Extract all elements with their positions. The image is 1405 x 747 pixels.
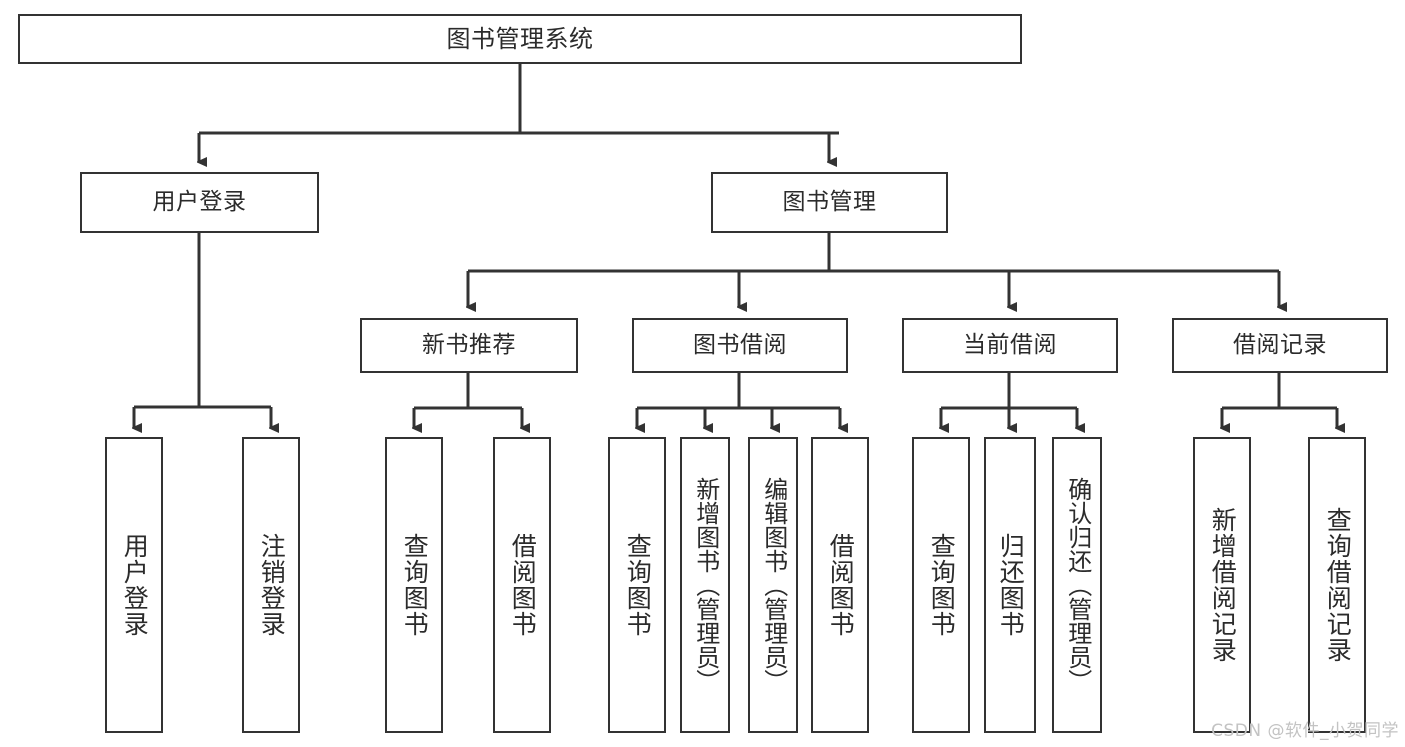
node-label: 新增借阅记录: [1208, 507, 1238, 663]
leaf-edit-book-admin[interactable]: 编辑图书（管理员）: [748, 437, 798, 733]
node-label: 查询图书: [400, 533, 430, 637]
leaf-add-borrow-record[interactable]: 新增借阅记录: [1193, 437, 1251, 733]
leaf-query-book-recommend[interactable]: 查询图书: [385, 437, 443, 733]
node-label: 图书管理系统: [446, 24, 594, 53]
leaf-confirm-return-admin[interactable]: 确认归还（管理员）: [1052, 437, 1102, 733]
leaf-user-login[interactable]: 用户登录: [105, 437, 163, 733]
node-new-book-recommend[interactable]: 新书推荐: [360, 318, 578, 373]
node-label: 查询图书: [623, 533, 653, 637]
leaf-add-book-admin[interactable]: 新增图书（管理员）: [680, 437, 730, 733]
node-label: 图书管理: [782, 188, 877, 215]
node-label: 当前借阅: [963, 331, 1057, 358]
leaf-query-book-current[interactable]: 查询图书: [912, 437, 970, 733]
node-user-login[interactable]: 用户登录: [80, 172, 319, 233]
leaf-query-borrow-record[interactable]: 查询借阅记录: [1308, 437, 1366, 733]
node-label: 新书推荐: [422, 331, 516, 358]
node-book-management[interactable]: 图书管理: [711, 172, 948, 233]
node-label: 归还图书: [996, 533, 1026, 637]
node-book-borrow[interactable]: 图书借阅: [632, 318, 848, 373]
node-label: 编辑图书（管理员）: [759, 477, 788, 693]
node-label: 借阅记录: [1233, 331, 1327, 358]
watermark-text: CSDN @软件_小贺同学: [1211, 721, 1399, 741]
node-label: 借阅图书: [508, 533, 538, 637]
node-label: 查询图书: [927, 533, 957, 637]
node-label: 借阅图书: [826, 533, 856, 637]
node-label: 确认归还（管理员）: [1063, 477, 1092, 693]
node-label: 新增图书（管理员）: [691, 477, 720, 693]
leaf-return-book[interactable]: 归还图书: [984, 437, 1036, 733]
leaf-borrow-book-recommend[interactable]: 借阅图书: [493, 437, 551, 733]
leaf-borrow-book[interactable]: 借阅图书: [811, 437, 869, 733]
node-current-borrow[interactable]: 当前借阅: [902, 318, 1118, 373]
leaf-query-book-borrow[interactable]: 查询图书: [608, 437, 666, 733]
node-label: 查询借阅记录: [1323, 507, 1353, 663]
leaf-user-logout[interactable]: 注销登录: [242, 437, 300, 733]
node-label: 用户登录: [152, 188, 247, 215]
node-label: 注销登录: [257, 533, 287, 637]
node-borrow-record[interactable]: 借阅记录: [1172, 318, 1388, 373]
node-label: 用户登录: [120, 533, 150, 637]
node-root-system[interactable]: 图书管理系统: [18, 14, 1022, 64]
node-label: 图书借阅: [693, 331, 787, 358]
